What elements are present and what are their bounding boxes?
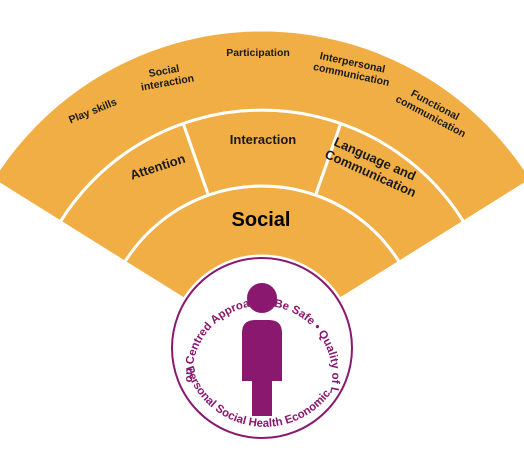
fan-segments (0, 28, 524, 301)
label-interaction: Interaction (230, 132, 297, 147)
label-social-interaction: Social interaction (138, 61, 195, 94)
middle-segment-2 (181, 108, 343, 197)
person-icon (242, 283, 282, 416)
label-social-core: Social (232, 209, 291, 231)
label-participation: Participation (226, 47, 290, 59)
